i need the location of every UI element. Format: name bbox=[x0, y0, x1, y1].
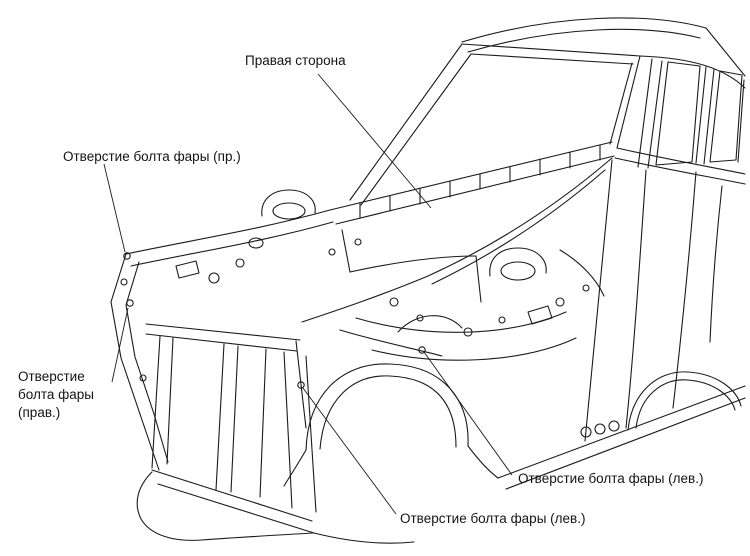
leader-line-bolt-hole-right-upper bbox=[103, 163, 126, 253]
label-bolt-hole-left-upper: Отверстие болта фары (лев.) bbox=[518, 471, 704, 486]
label-bolt-hole-right-abbrev: Отверстие болта фары (пр.) bbox=[63, 149, 241, 164]
bolt-hole-left-lower bbox=[297, 381, 305, 389]
leader-line-bolt-hole-right-lower bbox=[111, 307, 129, 383]
label-right-side: Правая сторона bbox=[245, 53, 346, 68]
label-bolt-hole-left-lower: Отверстие болта фары (лев.) bbox=[400, 511, 586, 526]
bolt-hole-right-lower bbox=[126, 299, 134, 307]
leader-line-right-side bbox=[317, 73, 432, 209]
bolt-hole-right-upper bbox=[123, 252, 131, 260]
body-structure bbox=[110, 17, 746, 544]
leader-line-bolt-hole-left-upper bbox=[423, 351, 513, 476]
bolt-hole-left-upper bbox=[418, 346, 426, 354]
leader-lines bbox=[103, 73, 513, 515]
label-bolt-hole-right-full: Отверстие болта фары (прав.) bbox=[18, 369, 94, 421]
leader-line-bolt-hole-left-lower bbox=[302, 387, 397, 515]
